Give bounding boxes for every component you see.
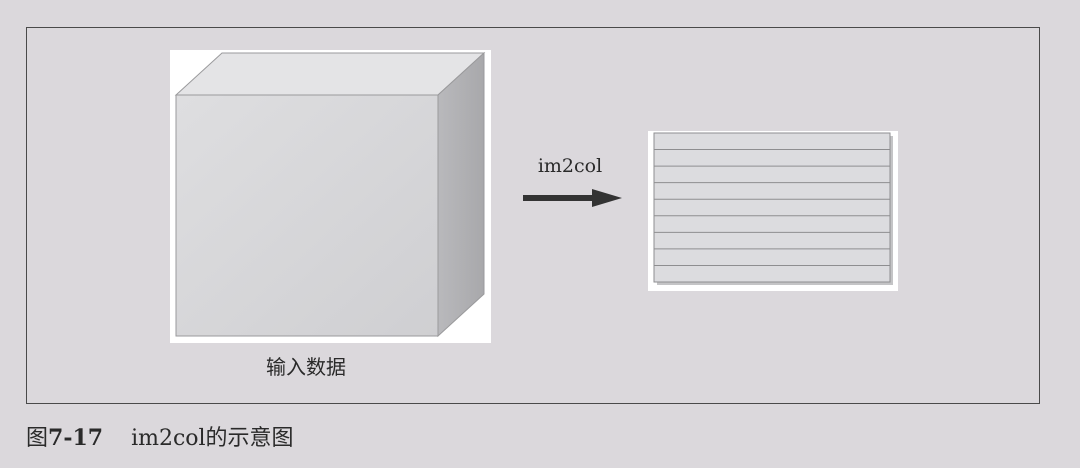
matrix-body — [653, 132, 891, 283]
cube-front-face — [175, 94, 439, 337]
matrix-graphic — [653, 132, 893, 285]
figure-caption: 图7-17 im2col的示意图 — [26, 420, 294, 452]
right-arrow-icon — [523, 189, 622, 207]
cube-side-face — [437, 51, 485, 338]
cube-label: 输入数据 — [266, 355, 346, 379]
caption-prefix: 图 — [26, 426, 49, 451]
caption-number: 7-17 — [48, 425, 104, 451]
caption-spacer — [103, 426, 131, 451]
output-matrix — [648, 131, 898, 291]
caption-text: im2col的示意图 — [131, 426, 294, 451]
figure-frame — [26, 27, 1040, 404]
cube-graphic — [174, 51, 486, 338]
arrow-label: im2col — [537, 155, 603, 177]
cube-top-face — [174, 52, 486, 96]
input-data-cube — [170, 50, 491, 343]
